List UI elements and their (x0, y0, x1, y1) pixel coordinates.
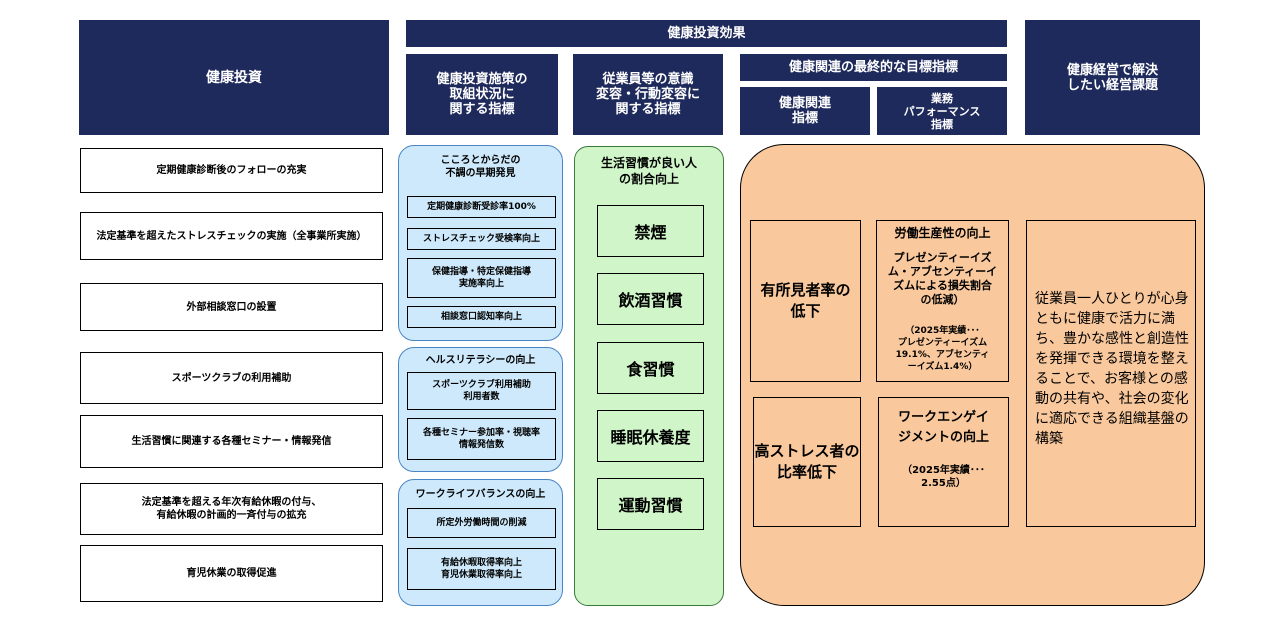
measure-group-title: ヘルスリテラシーの向上 (425, 355, 536, 366)
investment-item: 外部相談窓口の設置 (80, 283, 383, 331)
awareness-item: 睡眠休養度 (597, 410, 704, 462)
performance-goal-productivity: 労働生産性の向上 プレゼンティーイズ ム・アブセンティーイ ズムによる損失割合 … (876, 220, 1009, 382)
final-goals-panel: 有所見者率の 低下 高ストレス者の 比率低下 労働生産性の向上 プレゼンティーイ… (740, 144, 1205, 606)
measure-group-early-detection: こころとからだの 不調の早期発見 定期健康診断受診率100% ストレスチェック受… (398, 145, 563, 341)
investment-item: 定期健康診断後のフォローの充実 (80, 148, 383, 193)
measure-group-health-literacy: ヘルスリテラシーの向上 スポーツクラブ利用補助 利用者数 各種セミナー参加率・視… (398, 347, 563, 472)
awareness-item: 禁煙 (597, 205, 704, 257)
header-effect: 健康投資効果 (406, 20, 1007, 47)
header-measures: 健康投資施策の 取組状況に 関する指標 (406, 54, 558, 135)
performance-goal-body: プレゼンティーイズ ム・アブセンティーイ ズムによる損失割合 の低減） (887, 251, 998, 306)
performance-goal-engagement: ワークエンゲイ ジメントの向上 （2025年実績･･･ 2.55点） (878, 397, 1009, 527)
investment-item: スポーツクラブの利用補助 (80, 352, 383, 404)
health-goal-findings: 有所見者率の 低下 (750, 220, 861, 382)
management-issue-text: 従業員一人ひとりが心身ともに健康で活力に満ち、豊かな感性と創造性を発揮できる環境… (1035, 291, 1189, 447)
health-goal-stress: 高ストレス者の 比率低下 (753, 397, 861, 527)
header-investment: 健康投資 (79, 20, 389, 135)
header-awareness: 従業員等の意識 変容・行動変容に 関する指標 (573, 54, 723, 135)
measure-item: スポーツクラブ利用補助 利用者数 (407, 372, 556, 410)
investment-item: 法定基準を超える年次有給休暇の付与、 有給休暇の計画的一斉付与の拡充 (80, 483, 383, 535)
awareness-item: 食習慣 (597, 342, 704, 394)
awareness-item: 飲酒習慣 (597, 273, 704, 325)
investment-item: 育児休業の取得促進 (80, 545, 383, 602)
measure-item: 保健指導・特定保健指導 実施率向上 (407, 258, 556, 298)
header-performance-index: 業務 パフォーマンス 指標 (877, 87, 1007, 135)
measure-item: 各種セミナー参加率・視聴率 情報発信数 (407, 418, 556, 460)
measure-item: 定期健康診断受診率100% (407, 196, 556, 218)
measure-item: ストレスチェック受検率向上 (407, 228, 556, 250)
header-final-goal: 健康関連の最終的な目標指標 (740, 54, 1007, 81)
header-issues: 健康経営で解決 したい経営課題 (1025, 20, 1200, 135)
measure-item: 相談窓口認知率向上 (407, 306, 556, 328)
awareness-group: 生活習慣が良い人 の割合向上 禁煙 飲酒習慣 食習慣 睡眠休養度 運動習慣 (574, 146, 724, 606)
awareness-title: 生活習慣が良い人 の割合向上 (600, 156, 697, 186)
investment-item: 法定基準を超えたストレスチェックの実施（全事業所実施） (80, 212, 383, 260)
measure-item: 有給休暇取得率向上 育児休業取得率向上 (407, 548, 556, 590)
awareness-item: 運動習慣 (597, 478, 704, 530)
performance-goal-note: （2025年実績･･･ 2.55点） (902, 465, 985, 489)
measure-group-title: こころとからだの 不調の早期発見 (440, 155, 521, 179)
performance-goal-title: 労働生産性の向上 (894, 226, 991, 240)
measure-group-work-life-balance: ワークライフバランスの向上 所定外労働時間の削減 有給休暇取得率向上 育児休業取… (398, 479, 563, 606)
management-issue-box: 従業員一人ひとりが心身ともに健康で活力に満ち、豊かな感性と創造性を発揮できる環境… (1026, 220, 1196, 527)
header-health-index: 健康関連 指標 (740, 87, 870, 135)
performance-goal-note: （2025年実績･･･ プレゼンティーイズム 19.1%、アブセンティ ーイズム… (895, 326, 990, 372)
measure-group-title: ワークライフバランスの向上 (415, 489, 546, 500)
measure-item: 所定外労働時間の削減 (407, 508, 556, 538)
investment-item: 生活習慣に関連する各種セミナー・情報発信 (80, 415, 383, 468)
performance-goal-title: ワークエンゲイ ジメントの向上 (897, 410, 989, 445)
